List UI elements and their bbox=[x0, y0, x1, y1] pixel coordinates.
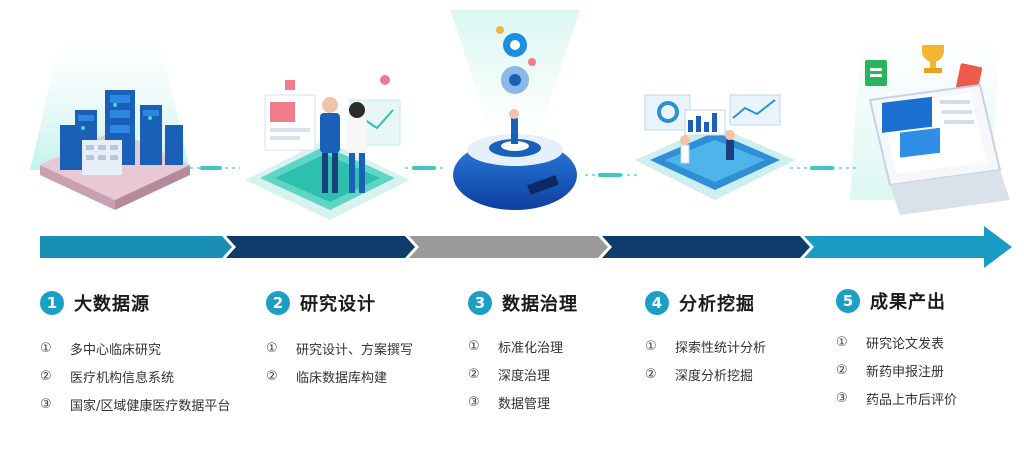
illustration-research-design bbox=[235, 0, 420, 230]
arrow-segment-3 bbox=[409, 236, 608, 258]
arrow-segment-4 bbox=[602, 236, 810, 258]
stage-title: 数据治理 bbox=[502, 294, 578, 315]
stage-title: 研究设计 bbox=[300, 294, 376, 315]
stage-number-badge: 5 bbox=[836, 289, 860, 313]
arrow-segment-5 bbox=[804, 226, 1012, 268]
stage-title: 分析挖掘 bbox=[679, 294, 755, 315]
stage-number-badge: 2 bbox=[266, 291, 290, 315]
process-arrow bbox=[40, 226, 1012, 268]
illustration-data-governance bbox=[430, 0, 600, 230]
stage-number-badge: 4 bbox=[645, 291, 669, 315]
arrow-segment-2 bbox=[226, 236, 415, 258]
illustration-data-center bbox=[20, 0, 200, 230]
illustration-outcomes bbox=[840, 0, 1010, 230]
arrow-segment-1 bbox=[40, 236, 232, 258]
illustration-analysis-mining bbox=[630, 0, 800, 230]
stage-title: 成果产出 bbox=[870, 292, 946, 313]
stage-number-badge: 3 bbox=[468, 291, 492, 315]
stage-title: 大数据源 bbox=[74, 294, 150, 315]
stage-number-badge: 1 bbox=[40, 291, 64, 315]
connector-dots bbox=[190, 166, 860, 177]
